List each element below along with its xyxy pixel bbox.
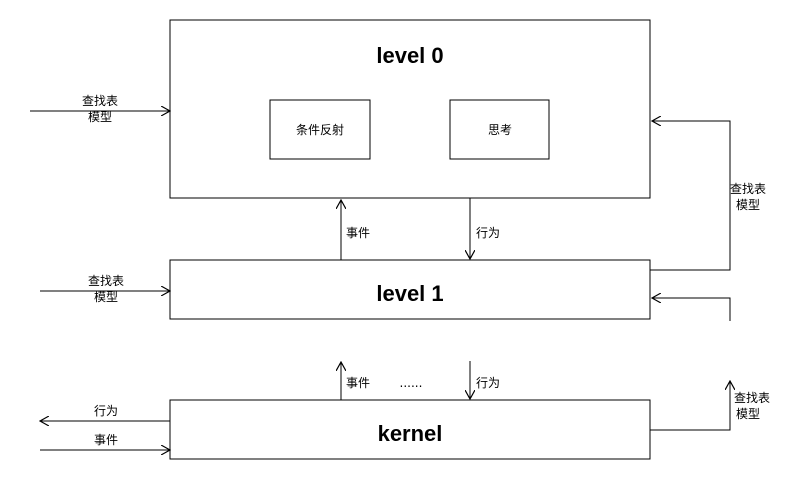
level1-to-level0-feedback-arrow	[650, 121, 731, 271]
kernel-box	[169, 399, 651, 460]
level1-input-label-1: 查找表	[88, 274, 124, 288]
think-box	[449, 99, 550, 160]
action-label-1: 行为	[476, 226, 500, 240]
action-label-2: 行为	[476, 376, 500, 390]
kernel-output-label-2: 模型	[736, 407, 760, 421]
kernel-output-label-1: 查找表	[734, 391, 770, 405]
kernel-action-label: 行为	[94, 404, 118, 418]
reflex-label: 条件反射	[296, 122, 344, 137]
level1-title: level 1	[376, 281, 443, 306]
level0-title: level 0	[376, 43, 443, 68]
level0-input-label-2: 模型	[88, 110, 112, 124]
event-label-2: 事件	[346, 376, 370, 390]
level1-right-input-arrow	[652, 298, 731, 321]
level0-box	[169, 19, 651, 199]
level1-box	[169, 259, 651, 320]
feedback-label-2: 模型	[736, 198, 760, 212]
kernel-event-label: 事件	[94, 433, 118, 447]
level0-input-label-1: 查找表	[82, 94, 118, 108]
level1-input-label-2: 模型	[94, 290, 118, 304]
feedback-label-1: 查找表	[730, 182, 766, 196]
reflex-box	[269, 99, 371, 160]
ellipsis-label: ......	[400, 376, 423, 390]
kernel-title: kernel	[378, 421, 443, 446]
think-label: 思考	[488, 123, 512, 137]
event-label-1: 事件	[346, 226, 370, 240]
kernel-right-output-arrow	[650, 381, 730, 431]
